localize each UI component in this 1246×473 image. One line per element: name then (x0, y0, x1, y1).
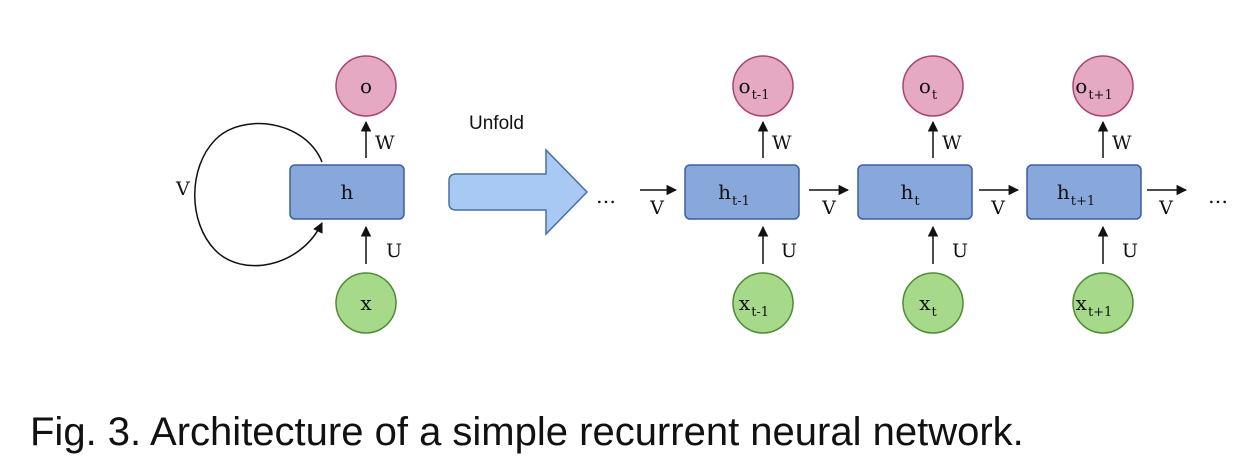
v-label: V (1158, 197, 1173, 219)
output-node-label: o (360, 74, 372, 98)
input-node-label: xt (919, 291, 937, 320)
hidden-node-label: ht-1 (718, 180, 750, 209)
hidden-node (289, 164, 405, 220)
hidden-node (684, 164, 800, 220)
hidden-node (1026, 164, 1142, 220)
unfolded-rnn: … … ot-1 W ht-1 U xt-1 V (596, 55, 1228, 334)
time-step: ot W ht U xt V (809, 55, 973, 334)
u-label: U (386, 240, 402, 262)
u-label: U (1122, 240, 1138, 262)
rolled-rnn: o W h U x V (175, 55, 405, 334)
u-label: U (781, 240, 797, 262)
unfold-label: Unfold (469, 113, 524, 134)
w-label: W (1112, 132, 1132, 154)
input-node (335, 272, 397, 334)
w-label: W (942, 132, 962, 154)
figure-caption: Fig. 3. Architecture of a simple recurre… (30, 410, 1024, 454)
output-node-label: ot-1 (739, 74, 770, 103)
input-node-label: x (360, 291, 372, 315)
output-node-label: ot (919, 74, 938, 103)
hidden-node-label: ht (900, 180, 920, 209)
hidden-node-label: h (341, 180, 354, 204)
hidden-node-label: ht+1 (1057, 180, 1095, 209)
ellipsis-right: … (1208, 184, 1228, 208)
w-label: W (772, 132, 792, 154)
unfold-transition: Unfold (448, 113, 589, 236)
hidden-node (857, 164, 973, 220)
output-node (1072, 55, 1134, 117)
output-node (902, 55, 964, 117)
input-node-label: xt+1 (1076, 291, 1113, 320)
output-node (335, 55, 397, 117)
time-step: ot-1 W ht-1 U xt-1 V (640, 55, 800, 334)
output-node (732, 55, 794, 117)
v-label: V (649, 197, 664, 219)
v-label: V (821, 197, 836, 219)
input-node (732, 272, 794, 334)
unfold-arrow (448, 148, 589, 236)
input-node-label: xt-1 (739, 291, 769, 320)
v-loop-label: V (175, 178, 190, 200)
output-node-label: ot+1 (1075, 74, 1112, 103)
input-node (902, 272, 964, 334)
recurrent-loop-arrow (194, 122, 323, 267)
input-node (1072, 272, 1134, 334)
w-label: W (375, 132, 395, 154)
v-label: V (990, 197, 1005, 219)
ellipsis-left: … (596, 184, 616, 208)
u-label: U (952, 240, 968, 262)
time-step: ot+1 W ht+1 U xt+1 V (979, 55, 1142, 334)
